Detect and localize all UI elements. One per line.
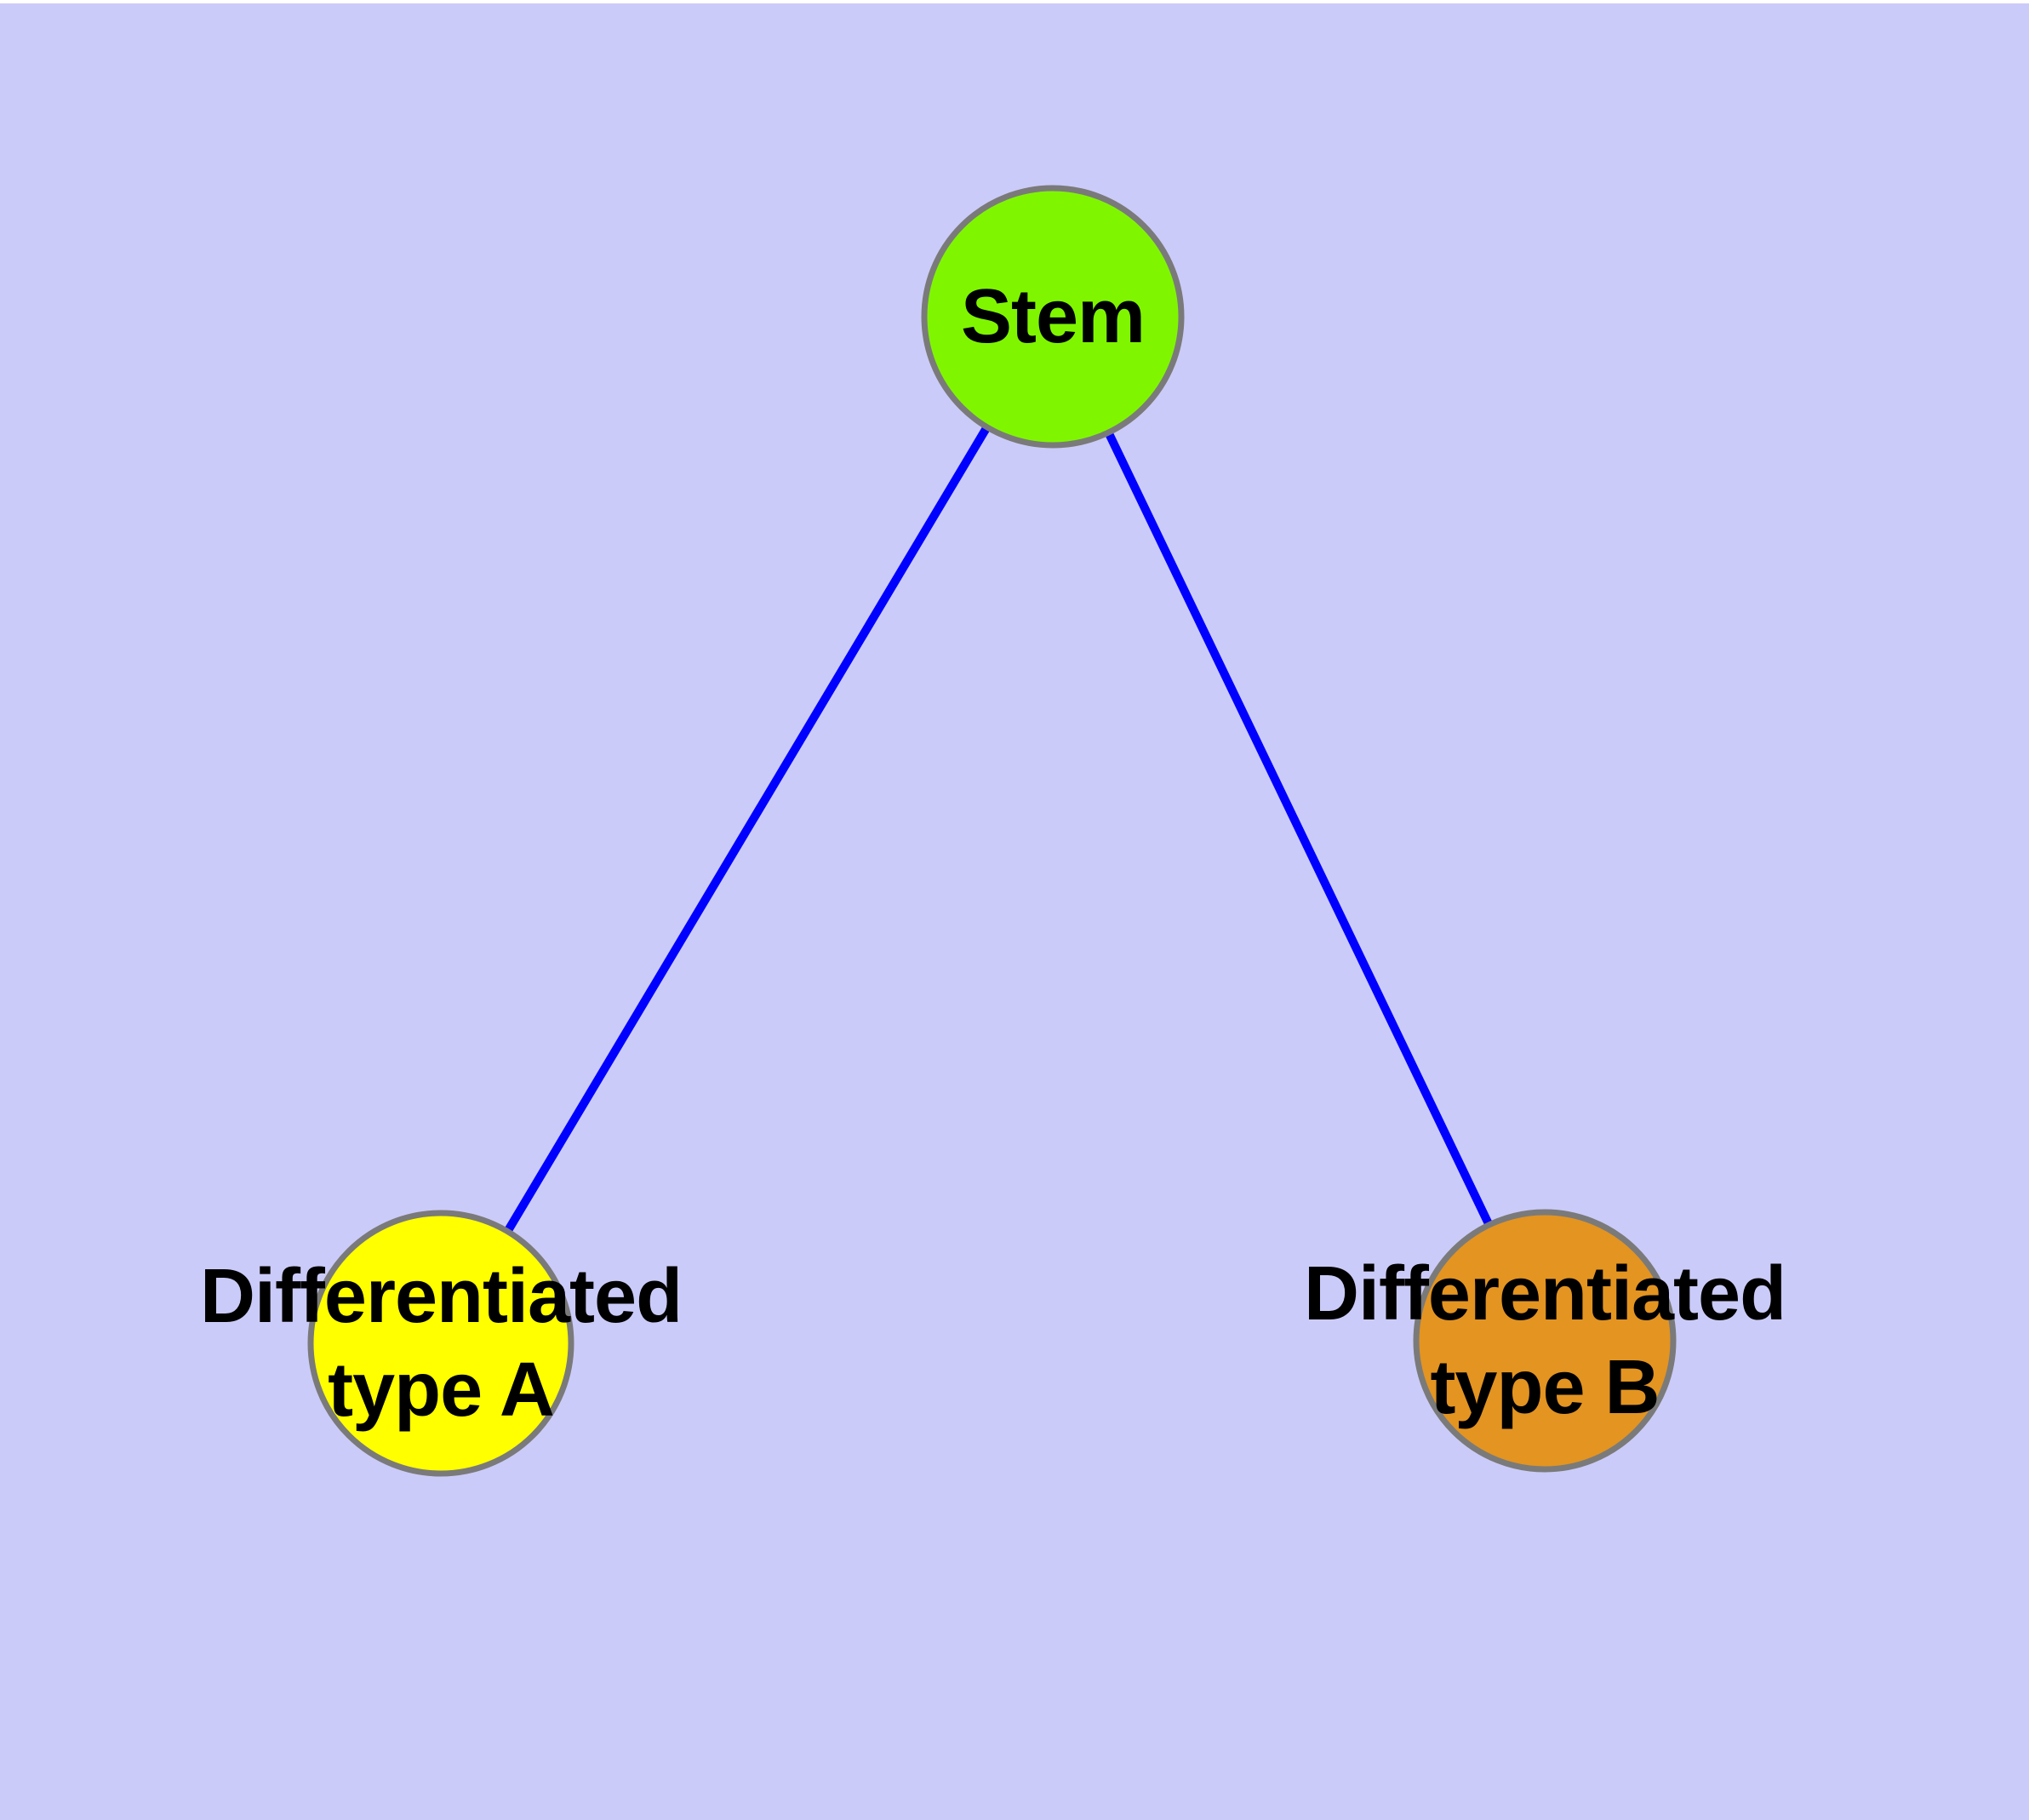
- edge-stem-type-b: [1104, 430, 1494, 1228]
- node-label-stem: Stem: [960, 274, 1146, 359]
- edge-stem-type-a: [504, 425, 991, 1234]
- node-label-differentiated-type-b: Differentiated type B: [1303, 1251, 1786, 1430]
- top-margin-strip: [0, 0, 2029, 3]
- node-stem: [921, 185, 1185, 449]
- node-label-differentiated-type-a: Differentiated type A: [199, 1254, 683, 1433]
- node-differentiated-type-a: [307, 1210, 574, 1477]
- node-differentiated-type-b: [1413, 1209, 1677, 1473]
